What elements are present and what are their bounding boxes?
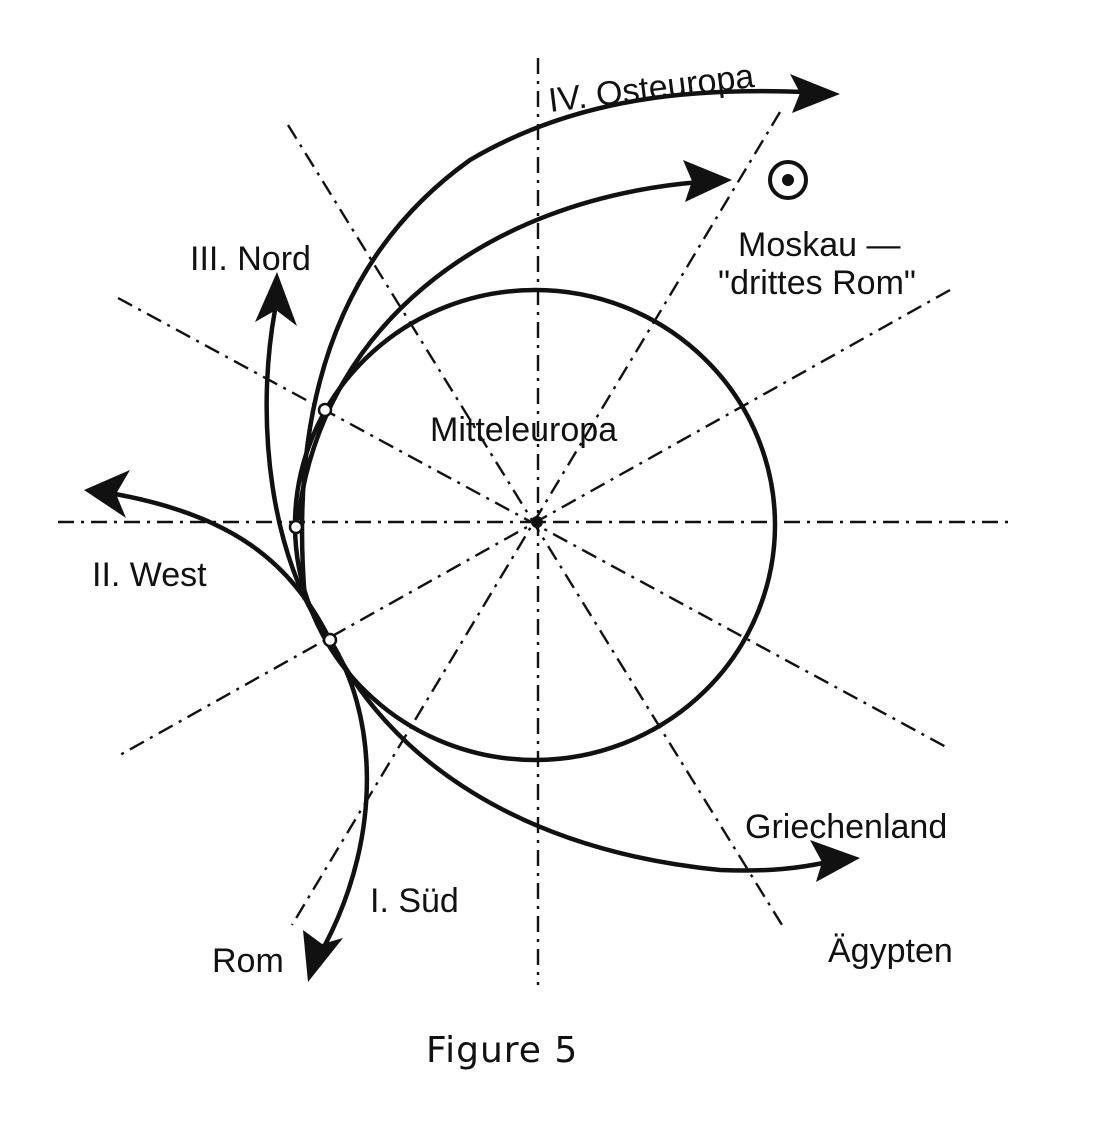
arc-moskau <box>295 179 701 521</box>
label-aegypten: Ägypten <box>828 932 953 970</box>
arrowhead-griechenland <box>810 840 860 882</box>
label-osteuropa: IV. Osteuropa <box>546 57 756 120</box>
arrowhead-west <box>84 470 130 518</box>
center-point <box>531 516 543 528</box>
node-north <box>317 402 333 418</box>
arc-west <box>114 491 333 642</box>
arrowhead-nord <box>255 272 297 326</box>
node-west <box>288 519 304 535</box>
arrowhead-moskau <box>683 160 732 202</box>
label-rom: Rom <box>212 942 284 980</box>
arrowhead-osteuropa <box>790 74 840 113</box>
label-nord: III. Nord <box>190 240 311 278</box>
node-south <box>322 632 338 648</box>
label-west: II. West <box>92 556 207 594</box>
arrowhead-sued <box>303 930 343 982</box>
arc-griechenland <box>327 638 829 873</box>
figure-caption: Figure 5 <box>426 1030 578 1071</box>
label-moskau-line1: Moskau — <box>738 226 901 264</box>
label-griechenland: Griechenland <box>745 808 947 846</box>
circled-dot-icon <box>768 160 808 200</box>
arc-osteuropa <box>299 88 806 601</box>
label-sued: I. Süd <box>370 882 459 920</box>
label-moskau-line2: "drittes Rom" <box>718 264 916 302</box>
label-mitteleuropa: Mitteleuropa <box>430 411 617 449</box>
